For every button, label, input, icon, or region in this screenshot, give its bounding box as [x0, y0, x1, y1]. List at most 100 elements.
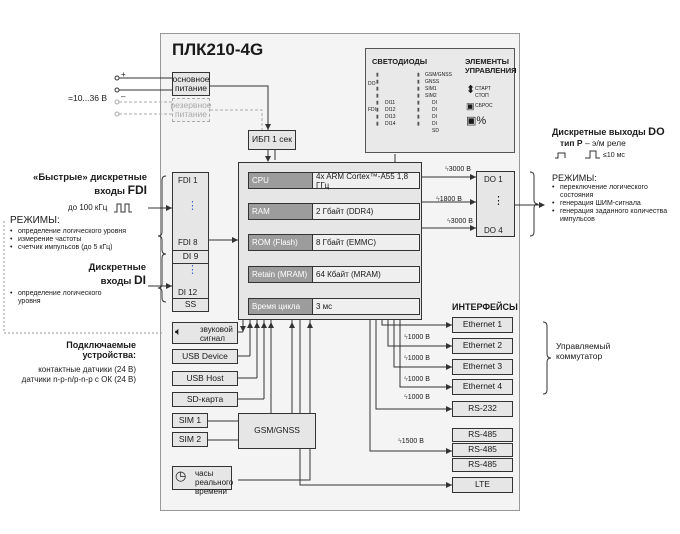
retain-row: Retain (MRAM)64 Кбайт (MRAM)	[248, 266, 420, 283]
fdi-modes-title: РЕЖИМЫ:	[10, 215, 60, 226]
do-title: Дискретные выходы DO	[552, 126, 665, 138]
led-item: SD	[432, 128, 439, 134]
usb-host-box: USB Host	[172, 371, 238, 386]
sim1-box: SIM 1	[172, 413, 208, 428]
iso-rs485: ϟ1500 В	[398, 438, 424, 445]
led-dots: ▮▮▮▮▮▮▮▮	[417, 72, 420, 127]
led-item: DI12	[385, 107, 396, 113]
fdi-mode-item: определение логического уровня	[10, 228, 128, 236]
reserve-power-box: резервное питание	[170, 98, 212, 122]
ethernet4-box: Ethernet 4	[452, 379, 513, 395]
speaker-icon: 🔈︎	[175, 326, 182, 338]
di-modes-list: определение логического уровня	[10, 290, 120, 306]
ups-box: ИБП 1 сек	[248, 130, 296, 150]
clock-box	[172, 466, 232, 490]
reset-button-icon: ▣	[466, 101, 475, 111]
led-col2: GSM/GNSS GNSS SIM1 SIM2	[425, 72, 452, 100]
iso-do3: ϟ3000 В	[447, 218, 473, 225]
fdi-modes-list: определение логического уровня измерение…	[10, 228, 150, 252]
sim2-box: SIM 2	[172, 432, 208, 447]
sound-label: звуковой сигнал	[200, 325, 233, 344]
main-power-box: основное питание	[172, 72, 210, 96]
fdi-dots: ⋮	[187, 200, 198, 212]
devices-line1: контактные датчики (24 В)	[38, 365, 136, 374]
sound-box	[172, 322, 238, 344]
power-plus-label: +	[121, 70, 126, 79]
inputs-column	[172, 172, 209, 312]
led-col3: DI DI DI DI SD	[432, 100, 439, 135]
do-modes-list: переключение логического состояния генер…	[552, 184, 672, 224]
do-dots: ⋮	[493, 195, 504, 207]
rs485-box-3: RS-485	[452, 458, 513, 472]
usb-device-box: USB Device	[172, 349, 238, 364]
iso-eth2: ϟ1000 В	[404, 355, 430, 362]
led-col1: DI11 DI12 DI13 DI14	[385, 72, 396, 128]
devices-line2: датчики n-p-n/p-n-p с ОК (24 В)	[21, 375, 136, 384]
led-item: DI	[432, 100, 437, 106]
do-mode-item: генерация ШИМ-сигнала	[552, 200, 672, 208]
leds-title: СВЕТОДИОДЫ	[372, 57, 428, 66]
leds-fdi-label: FDI	[368, 107, 377, 113]
led-item: SIM1	[425, 86, 437, 92]
clock-label: часы реального времени	[195, 469, 234, 497]
fdi8-label: FDI 8	[178, 238, 198, 247]
ethernet1-box: Ethernet 1	[452, 317, 513, 333]
led-item: SIM2	[425, 93, 437, 99]
fdi-freq: до 100 кГц	[68, 203, 108, 212]
iso-do2: ϟ1800 В	[436, 196, 462, 203]
led-item: DI11	[385, 100, 396, 106]
led-item: DI14	[385, 121, 396, 127]
do-pulse: ≤10 мс	[603, 152, 625, 159]
rs485-box-1: RS-485	[452, 428, 513, 442]
clock-icon: ◷	[175, 468, 187, 483]
rs485-box-2: RS-485	[452, 443, 513, 457]
interfaces-title: ИНТЕРФЕЙСЫ	[452, 302, 518, 312]
leds-do-label: DO	[368, 81, 376, 87]
do-modes-title: РЕЖИМЫ:	[552, 173, 597, 183]
lte-box: LTE	[452, 477, 513, 493]
iso-eth1: ϟ1000 В	[404, 334, 430, 341]
gsm-box: GSM/GNSS	[238, 413, 316, 449]
led-item: DI	[432, 107, 437, 113]
ethernet3-box: Ethernet 3	[452, 359, 513, 375]
led-item: GNSS	[425, 79, 440, 85]
updown-arrow-icon: ⬍	[466, 84, 476, 96]
page-title: ПЛК210-4G	[172, 40, 264, 59]
controls-title: ЭЛЕМЕНТЫ УПРАВЛЕНИЯ	[465, 57, 517, 75]
di12-label: DI 12	[178, 288, 198, 297]
di-mode-item: определение логического уровня	[10, 290, 120, 306]
do-mode-item: генерация заданного количества импульсов	[552, 208, 672, 224]
led-panel	[365, 48, 515, 153]
ethernet2-box: Ethernet 2	[452, 338, 513, 354]
rs232-box: RS-232	[452, 401, 513, 417]
rom-row: ROM (Flash)8 Гбайт (EMMC)	[248, 234, 420, 251]
outputs-column	[476, 171, 515, 237]
led-item: DI	[432, 121, 437, 127]
iso-do1: ϟ3000 В	[445, 166, 471, 173]
do-type: тип Р – э/м реле	[560, 138, 626, 148]
fdi-mode-item: измерение частоты	[10, 236, 150, 244]
led-item: DI13	[385, 114, 396, 120]
led-dots: ▮▮▮▮▮▮▮▮	[376, 72, 379, 127]
iso-eth4: ϟ1000 В	[404, 394, 430, 401]
fdi-mode-item: счетчик импульсов (до 5 кГц)	[10, 244, 150, 252]
do4-label: DO 4	[484, 226, 503, 235]
percent-icon: ▣%	[466, 115, 487, 127]
power-minus-label: –	[121, 92, 126, 101]
led-item: GSM/GNSS	[425, 72, 452, 78]
ss-box: SS	[172, 298, 209, 312]
sd-card-box: SD-карта	[172, 392, 238, 407]
di-dots: ⋮	[187, 264, 198, 276]
do1-label: DO 1	[484, 175, 503, 184]
voltage-label: =10...36 В	[68, 93, 107, 103]
fdi1-label: FDI 1	[178, 176, 198, 185]
